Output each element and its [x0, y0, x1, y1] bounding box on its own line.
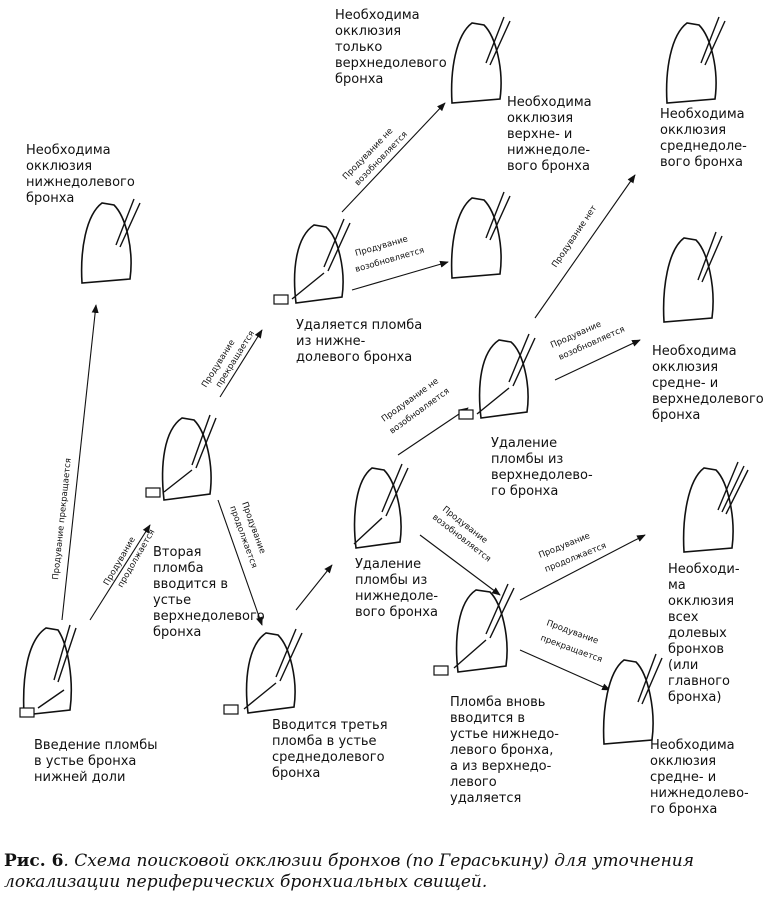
outcome6-label: Необходи- ма окклюзия всех долевых бронх… [668, 562, 740, 705]
figure-number: Рис. 6 [4, 851, 64, 871]
lung-illustration-step5 [353, 463, 409, 549]
lung-illustration-outcome7 [602, 653, 663, 745]
step4-label: Вводится третья пломба в устье среднедол… [272, 718, 388, 781]
outcome5-label: Необходима окклюзия средне- и верхнедоле… [652, 344, 764, 423]
step2-label: Вторая пломба вводится в устье верхнедол… [153, 545, 265, 640]
step5-label: Удаление пломбы из нижнедоле- вого бронх… [355, 557, 439, 620]
outcome4-label: Необходима окклюзия среднедоле- вого бро… [660, 107, 747, 170]
lung-illustration-step3 [273, 218, 351, 305]
lung-illustration-step6 [458, 333, 536, 420]
arrow-stop-3 [519, 649, 611, 691]
arrow-stop-1 [61, 304, 99, 621]
step3-label: Удаляется пломба из нижне- долевого брон… [296, 318, 423, 365]
outcome7-label: Необходима окклюзия средне- и нижнедолев… [650, 738, 749, 817]
lung-illustration-step1 [19, 624, 77, 718]
outcome2-label: Необходима окклюзия только верхнедолевог… [335, 8, 447, 87]
lung-illustration-outcome6 [682, 461, 749, 553]
arrow-resume-1 [351, 260, 449, 291]
lung-illustration-step2 [145, 414, 217, 501]
lung-illustration-outcome1 [80, 198, 141, 284]
outcome1-label: Необходима окклюзия нижнедолевого бронха [26, 143, 135, 206]
arrow-continue-2 [217, 499, 263, 626]
arrow-continue-1 [89, 524, 151, 621]
figure-caption-text: . Схема поисковой окклюзии бронхов (по Г… [4, 851, 694, 892]
outcome3-label: Необходима окклюзия верхне- и нижнедоле-… [507, 95, 592, 174]
arrow-label-stop-1: Продувание прекращается [51, 458, 74, 581]
lung-illustration-outcome3 [450, 191, 511, 279]
step6-label: Удаление пломбы из верхнедолево- го брон… [491, 436, 593, 499]
arrow-resume-2 [419, 534, 501, 596]
arrow-no-resume-2 [397, 407, 469, 456]
lung-illustration-step4 [223, 628, 303, 715]
arrow-resume-3 [554, 339, 641, 381]
arrow-stop-2 [219, 329, 263, 398]
arrow-none [534, 174, 636, 319]
step1-label: Введение пломбы в устье бронха нижней до… [34, 738, 158, 785]
lung-illustration-outcome4 [665, 16, 726, 104]
arrow-no-resume-1 [341, 102, 446, 213]
step7-label: Пломба вновь вводится в устье нижнедо- л… [450, 695, 559, 806]
arrow-continue-4 [519, 534, 646, 601]
lung-illustration-outcome5 [662, 231, 723, 323]
arrow-continue-3 [295, 564, 333, 611]
lung-illustration-outcome2 [450, 16, 511, 104]
lung-illustration-step7 [433, 583, 515, 676]
figure-caption: Рис. 6. Схема поисковой окклюзии бронхов… [4, 851, 776, 893]
